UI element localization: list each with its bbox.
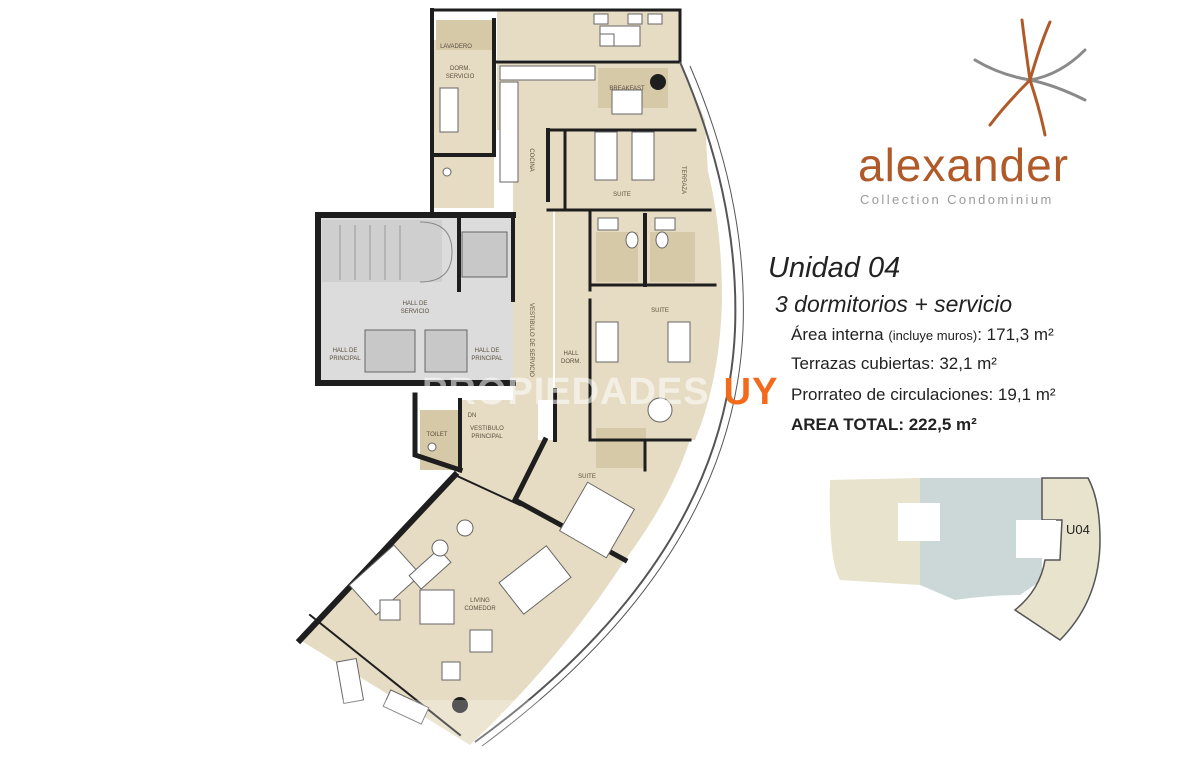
unit-title: Unidad 04 — [768, 252, 901, 284]
room-label: PRINCIPAL — [471, 356, 503, 362]
room-label: HALL — [563, 351, 579, 357]
spec-area-interna-label: Área interna — [791, 325, 884, 344]
room-label: SUITE — [651, 308, 669, 314]
furniture — [335, 13, 691, 725]
room-label: COCINA — [528, 148, 534, 171]
brand-subtitle: Collection Condominium — [860, 192, 1054, 207]
room-label: SERVICIO — [401, 309, 430, 315]
brand-name: alexander — [858, 139, 1070, 191]
bottom-fade — [0, 700, 1200, 779]
spec-area-interna-note: (incluye muros) — [888, 328, 978, 343]
room-labels: LAVADERO DORM. SERVICIO BREAKFAST COCINA… — [329, 44, 686, 612]
room-label: HALL DE — [403, 301, 428, 307]
room-label: VESTIBULO — [470, 426, 504, 432]
room-label: DORM. — [450, 66, 470, 72]
watermark: PROPIEDADES UY — [422, 371, 778, 414]
room-label: LAVADERO — [440, 44, 472, 50]
room-label: PRINCIPAL — [329, 356, 361, 362]
room-label: TOILET — [427, 432, 448, 438]
core-stairs — [318, 215, 513, 383]
spec-area-interna: Área interna (incluye muros): 171,3 m² — [791, 325, 1054, 345]
watermark-main: PROPIEDADES — [422, 371, 710, 413]
room-label: PRINCIPAL — [471, 434, 503, 440]
room-label: VESTIBULO DE SERVICIO — [528, 303, 534, 377]
room-label: DORM. — [561, 359, 581, 365]
spec-area-interna-value: : 171,3 m² — [977, 325, 1054, 344]
curved-facade — [474, 61, 744, 747]
spec-terrazas: Terrazas cubiertas: 32,1 m² — [791, 354, 997, 373]
room-label: COMEDOR — [464, 606, 496, 612]
watermark-suffix: UY — [723, 371, 779, 413]
room-label: LIVING — [470, 598, 490, 604]
spec-total: AREA TOTAL: 222,5 m² — [791, 415, 977, 434]
key-plan-unit-label: U04 — [1066, 522, 1090, 537]
room-label: SERVICIO — [446, 74, 475, 80]
room-label: HALL DE — [333, 348, 358, 354]
room-label: TERRAZA — [680, 166, 686, 194]
room-label: SUITE — [578, 474, 596, 480]
room-label: DN — [468, 413, 477, 419]
alexander-star-logo-icon — [973, 18, 1087, 137]
walls — [295, 8, 717, 737]
room-label: BREAKFAST — [609, 86, 645, 92]
key-plan: U04 — [829, 477, 1101, 641]
room-label: SUITE — [613, 192, 631, 198]
room-label: HALL DE — [475, 348, 500, 354]
unit-subtitle: 3 dormitorios + servicio — [775, 291, 1013, 317]
spec-prorrateo: Prorrateo de circulaciones: 19,1 m² — [791, 385, 1056, 404]
